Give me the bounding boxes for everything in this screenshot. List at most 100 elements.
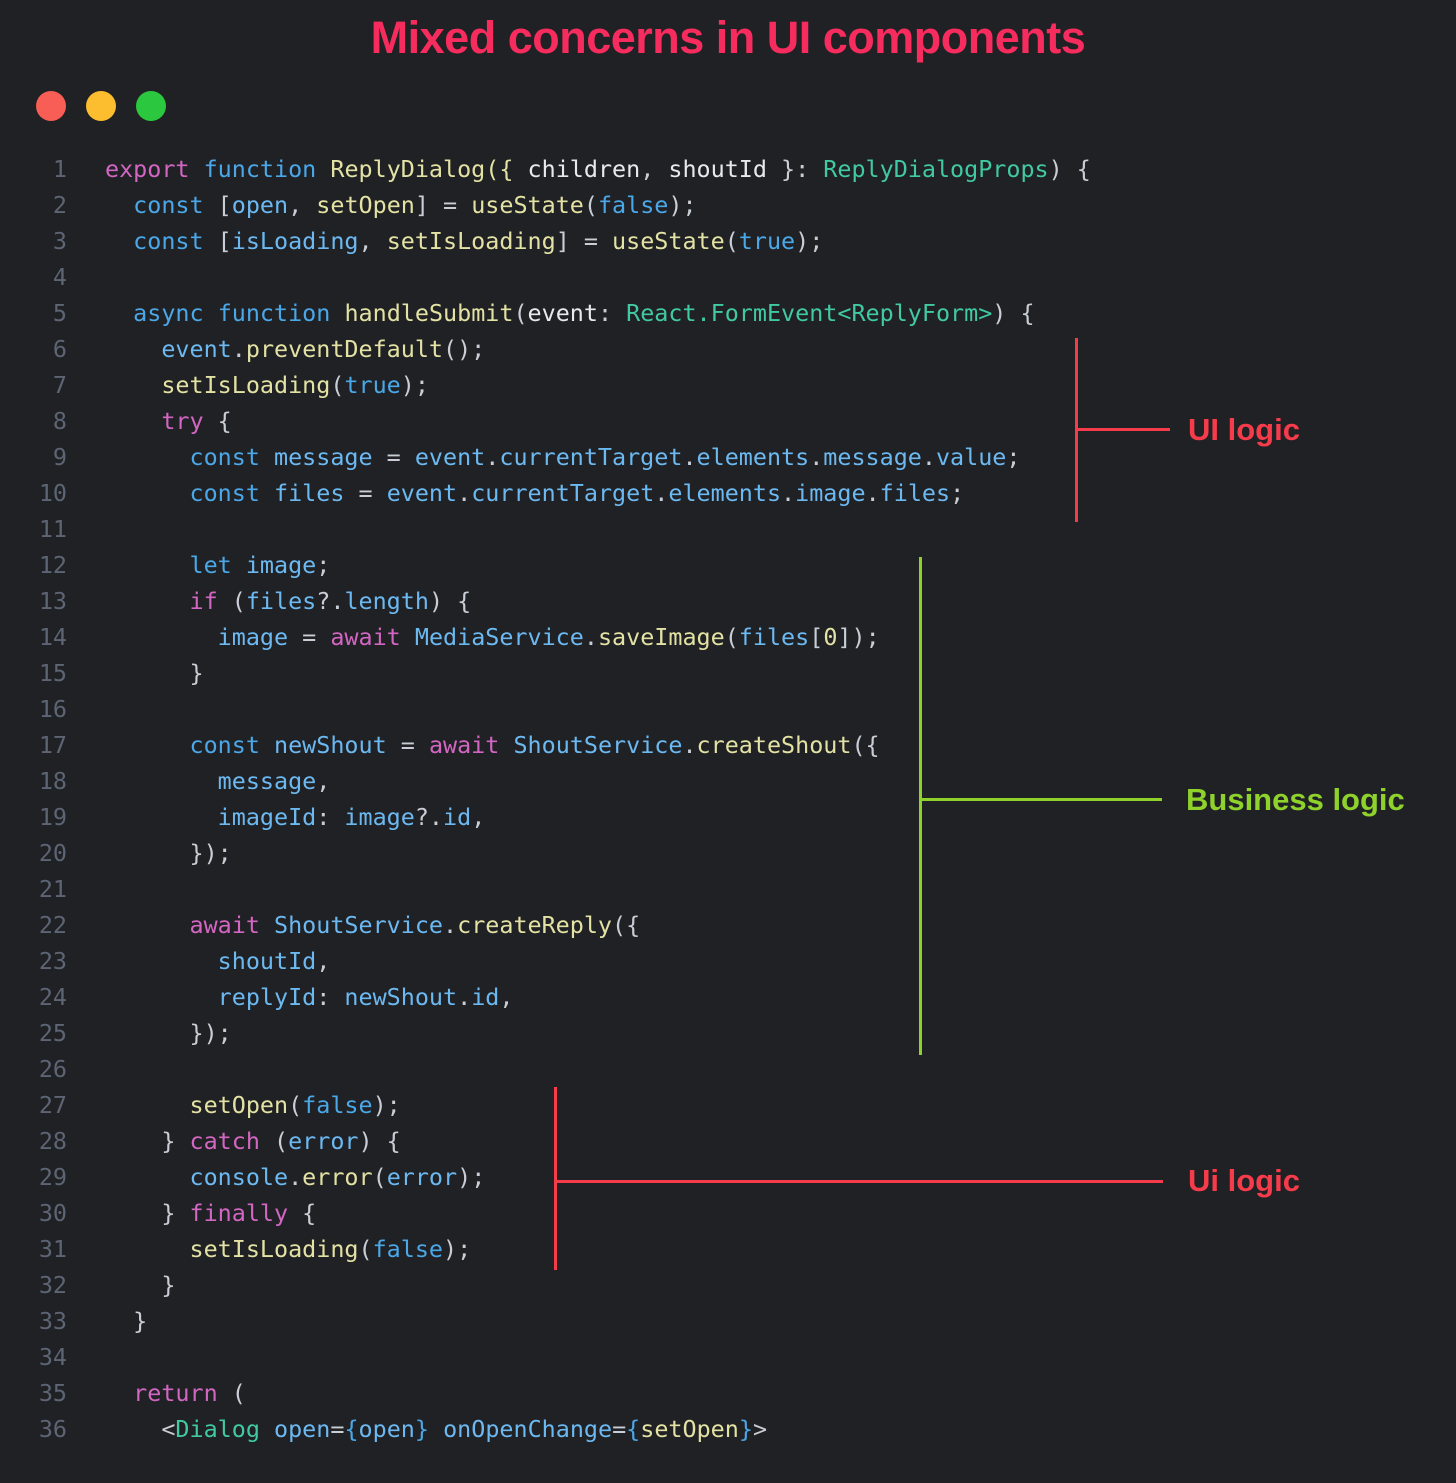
code-text: } [105,1307,148,1335]
code-text [67,1051,105,1087]
code-line: 35 return ( [0,1375,1456,1411]
line-number: 19 [38,803,67,831]
line-number: 4 [52,263,67,291]
line-number: 24 [38,983,67,1011]
slide-title: Mixed concerns in UI components [370,12,1086,63]
line-number: 2 [52,191,67,219]
business-logic-bracket-tick [919,798,1162,801]
code-line: 12 let image; [0,547,1456,583]
code-text: image = await MediaService.saveImage(fil… [217,623,880,651]
code-text: setIsLoading(false); [189,1235,472,1263]
line-number: 1 [52,155,67,183]
line-number: 23 [38,947,67,975]
line-number: 10 [38,479,67,507]
traffic-light-minimize-button[interactable] [86,91,116,121]
line-number: 31 [38,1235,67,1263]
code-text: async function handleSubmit(event: React… [133,299,1035,327]
code-text: } finally { [105,1199,317,1227]
line-number: 9 [52,443,67,471]
code-text: event.preventDefault(); [161,335,486,363]
line-number: 12 [38,551,67,579]
line-number: 28 [38,1127,67,1155]
code-line: 33 } [0,1303,1456,1339]
code-line: 14 image = await MediaService.saveImage(… [0,619,1456,655]
code-text: const files = event.currentTarget.elemen… [189,479,965,507]
traffic-light-zoom-button[interactable] [136,91,166,121]
code-line: 5 async function handleSubmit(event: Rea… [0,295,1456,331]
line-number: 27 [38,1091,67,1119]
code-text: }); [105,839,232,867]
code-text: } [105,659,204,687]
code-text: if (files?.length) { [189,587,472,615]
line-number: 30 [38,1199,67,1227]
code-text: const message = event.currentTarget.elem… [189,443,1021,471]
code-line: 34 [0,1339,1456,1375]
code-editor: 1 export function ReplyDialog({ children,… [0,151,1456,1447]
code-line: 28 } catch (error) { [0,1123,1456,1159]
line-number: 11 [38,515,67,543]
code-line: 10 const files = event.currentTarget.ele… [0,475,1456,511]
ui-logic-2-bracket-vertical-line [554,1087,557,1270]
traffic-light-close-button[interactable] [36,91,66,121]
line-number: 6 [52,335,67,363]
code-text: const [isLoading, setIsLoading] = useSta… [133,227,824,255]
code-text: await ShoutService.createReply({ [189,911,641,939]
line-number: 35 [38,1379,67,1407]
ui-logic-2-label: Ui logic [1188,1163,1300,1198]
line-number: 13 [38,587,67,615]
code-line: 3 const [isLoading, setIsLoading] = useS… [0,223,1456,259]
ui-logic-label: UI logic [1188,412,1300,447]
line-number: 17 [38,731,67,759]
code-text: replyId: newShout.id, [217,983,514,1011]
code-line: 16 [0,691,1456,727]
code-line: 23 shoutId, [0,943,1456,979]
code-text [67,259,105,295]
code-line: 13 if (files?.length) { [0,583,1456,619]
line-number: 8 [52,407,67,435]
code-line: 22 await ShoutService.createReply({ [0,907,1456,943]
code-line: 32 } [0,1267,1456,1303]
ui-logic-bracket-tick [1075,428,1170,431]
code-text: setOpen(false); [189,1091,401,1119]
code-line: 17 const newShout = await ShoutService.c… [0,727,1456,763]
window-controls [36,91,166,121]
code-text: <Dialog open={open} onOpenChange={setOpe… [105,1415,768,1443]
code-text: console.error(error); [189,1163,486,1191]
line-number: 14 [38,623,67,651]
code-line: 27 setOpen(false); [0,1087,1456,1123]
code-line: 19 imageId: image?.id, [0,799,1456,835]
code-text: message, [217,767,331,795]
line-number: 7 [52,371,67,399]
code-text: const newShout = await ShoutService.crea… [189,731,880,759]
code-line: 24 replyId: newShout.id, [0,979,1456,1015]
line-number: 20 [38,839,67,867]
code-line: 1 export function ReplyDialog({ children,… [0,151,1456,187]
code-text: setIsLoading(true); [161,371,429,399]
code-text: return ( [133,1379,246,1407]
code-text: try { [161,407,232,435]
code-line: 4 [0,259,1456,295]
code-text: } catch (error) { [105,1127,401,1155]
code-line: 2 const [open, setOpen] = useState(false… [0,187,1456,223]
code-line: 7 setIsLoading(true); [0,367,1456,403]
code-line: 25 }); [0,1015,1456,1051]
code-text: export function ReplyDialog({ children, … [105,155,1091,183]
line-number: 22 [38,911,67,939]
line-number: 36 [38,1415,67,1443]
line-number: 25 [38,1019,67,1047]
code-text [67,1339,105,1375]
line-number: 3 [52,227,67,255]
code-text: shoutId, [217,947,331,975]
line-number: 16 [38,695,67,723]
line-number: 33 [38,1307,67,1335]
line-number: 18 [38,767,67,795]
code-text: const [open, setOpen] = useState(false); [133,191,697,219]
code-text [67,511,105,547]
code-line: 9 const message = event.currentTarget.el… [0,439,1456,475]
line-number: 15 [38,659,67,687]
code-line: 36 <Dialog open={open} onOpenChange={set… [0,1411,1456,1447]
code-line: 8 try { [0,403,1456,439]
code-line: 6 event.preventDefault(); [0,331,1456,367]
code-text [67,691,105,727]
